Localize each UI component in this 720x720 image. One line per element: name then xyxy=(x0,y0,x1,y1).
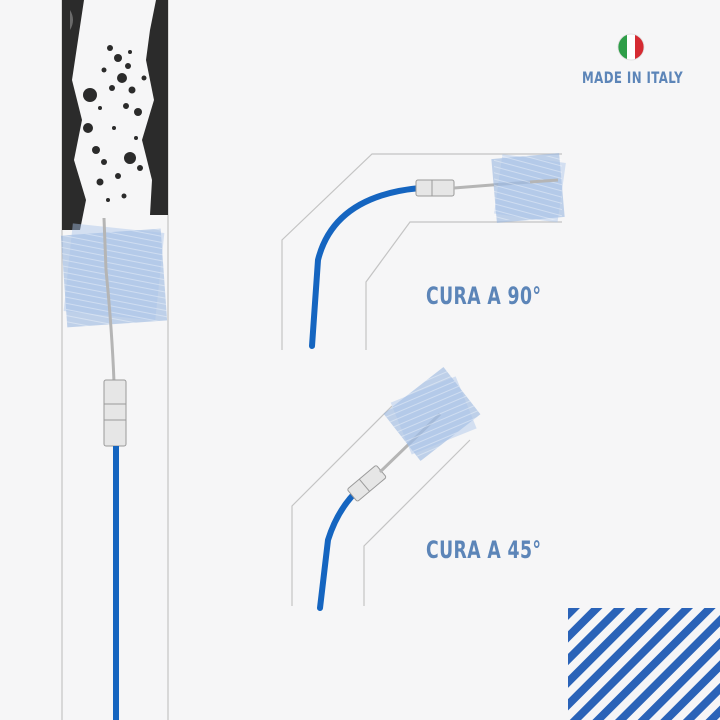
pipe-90-outline xyxy=(281,153,562,350)
pipe-45-outline xyxy=(291,405,471,606)
italy-flag-icon xyxy=(617,33,645,61)
cable-blue-90 xyxy=(309,185,423,349)
cable-wire xyxy=(529,178,559,184)
made-in-italy-badge: MADE IN ITALY xyxy=(582,68,684,87)
cable-wire xyxy=(102,217,116,383)
stripe-pattern xyxy=(568,608,720,720)
brush-head-icon xyxy=(60,223,168,328)
connector-icon xyxy=(103,379,127,447)
drain-clog-illustration xyxy=(62,0,168,230)
curve-45-label: CURA A 45° xyxy=(426,536,542,564)
cable-blue-45 xyxy=(317,485,363,611)
connector-icon xyxy=(415,179,455,197)
brush-head-icon xyxy=(383,366,481,462)
curve-90-label: CURA A 90° xyxy=(426,282,542,310)
brush-head-icon xyxy=(491,153,566,223)
